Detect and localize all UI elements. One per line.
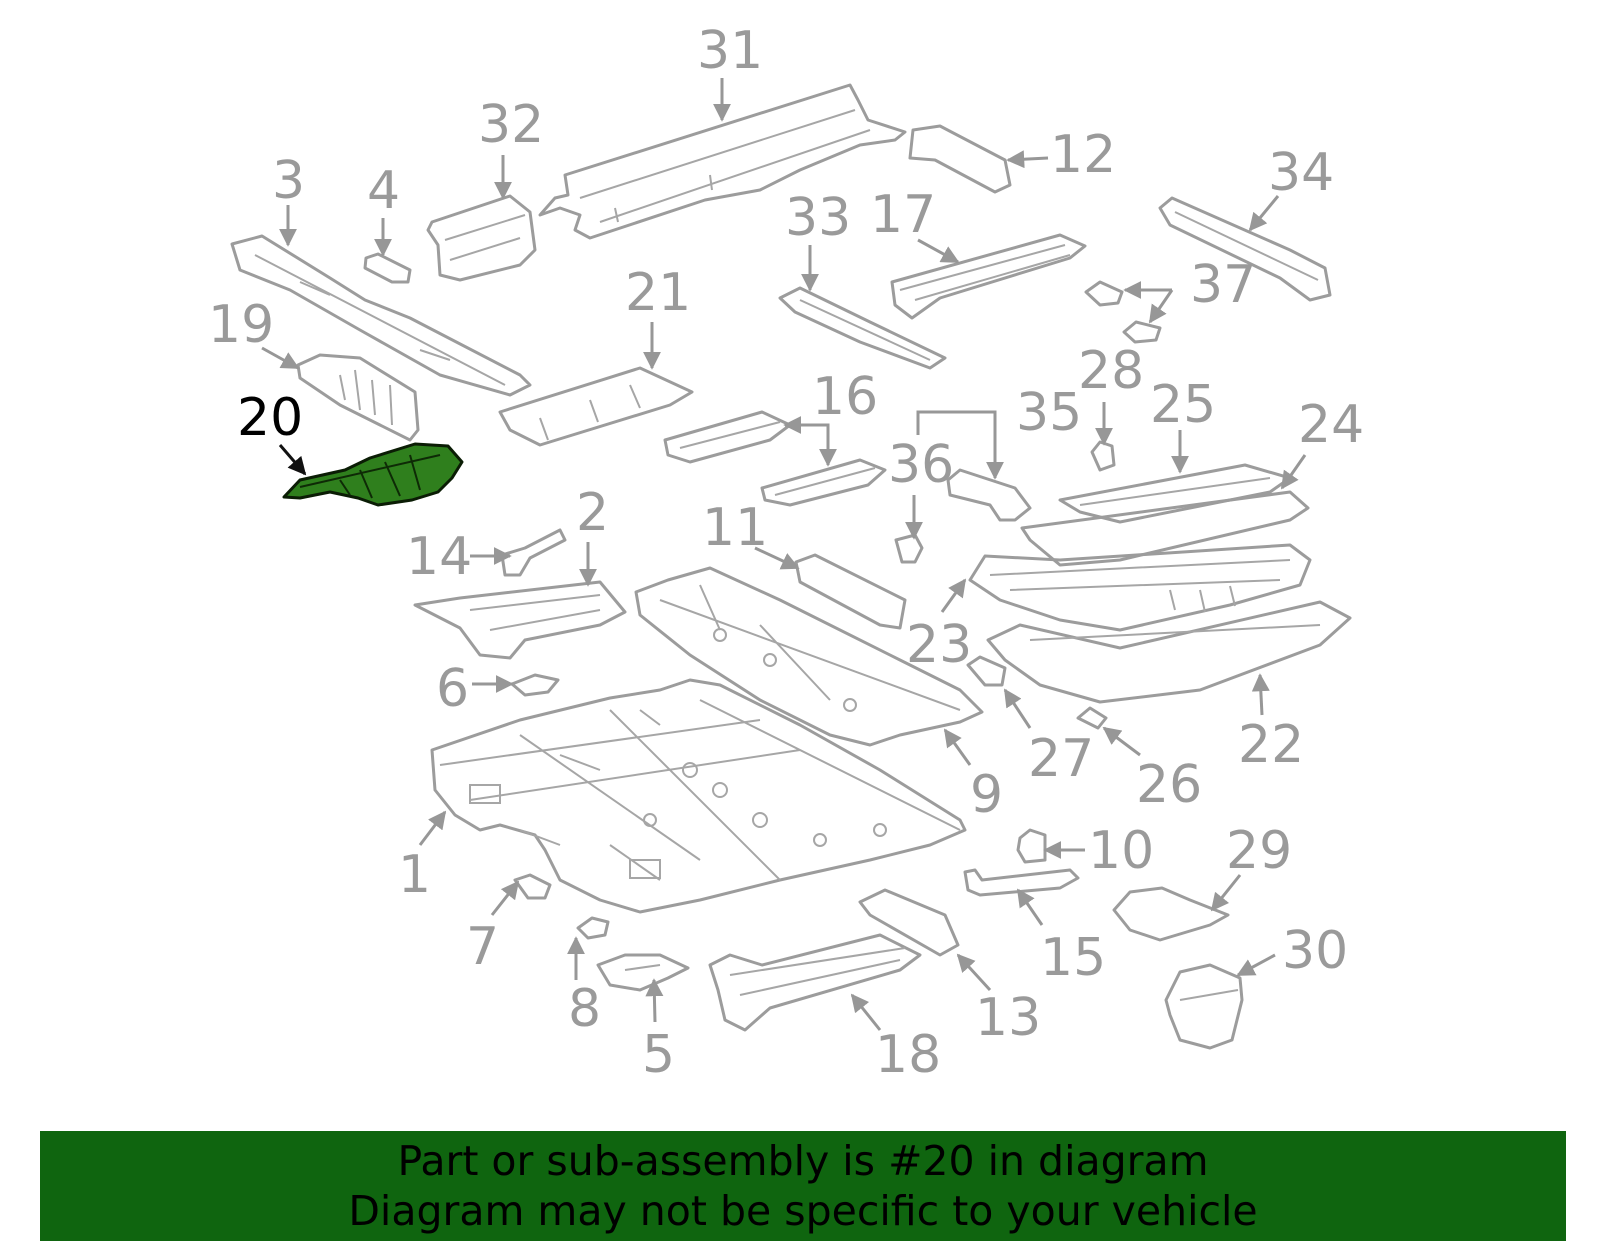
callout-4: 4 xyxy=(367,161,400,221)
callout-14: 14 xyxy=(406,527,472,587)
part-22[interactable] xyxy=(986,600,1352,704)
callout-labels: 31 32 12 3 4 33 17 34 37 19 20 21 16 35 … xyxy=(208,21,1364,1085)
part-35[interactable] xyxy=(946,468,1032,522)
callout-30: 30 xyxy=(1282,921,1348,981)
part-34[interactable] xyxy=(1158,196,1332,302)
callout-6: 6 xyxy=(436,659,469,719)
callout-20-highlighted: 20 xyxy=(237,388,303,448)
part-25[interactable] xyxy=(1058,463,1292,524)
callout-2: 2 xyxy=(576,483,609,543)
callout-29: 29 xyxy=(1226,821,1292,881)
part-17[interactable] xyxy=(890,233,1087,320)
part-21[interactable] xyxy=(498,366,694,447)
callout-19: 19 xyxy=(208,295,274,355)
callout-3: 3 xyxy=(272,151,305,211)
part-16[interactable] xyxy=(663,410,887,507)
part-11[interactable] xyxy=(794,553,907,630)
callout-23: 23 xyxy=(906,615,972,675)
part-15[interactable] xyxy=(963,868,1080,897)
callout-13: 13 xyxy=(975,988,1041,1048)
callout-15: 15 xyxy=(1040,928,1106,988)
callout-34: 34 xyxy=(1268,143,1334,203)
part-18[interactable] xyxy=(708,933,922,1032)
callout-27: 27 xyxy=(1028,729,1094,789)
part-37[interactable] xyxy=(1084,280,1162,344)
parts-diagram: 31 32 12 3 4 33 17 34 37 19 20 21 16 35 … xyxy=(208,21,1364,1085)
banner-line-disclaimer: Diagram may not be specific to your vehi… xyxy=(348,1187,1258,1235)
info-banner: Part or sub-assembly is #20 in diagram D… xyxy=(40,1131,1566,1241)
callout-32: 32 xyxy=(478,95,544,155)
callout-22: 22 xyxy=(1238,715,1304,775)
part-2[interactable] xyxy=(413,580,627,660)
callout-9: 9 xyxy=(970,765,1003,825)
callout-5: 5 xyxy=(642,1025,675,1085)
callout-1: 1 xyxy=(398,845,431,905)
callout-18: 18 xyxy=(875,1025,941,1085)
part-28[interactable] xyxy=(1090,440,1116,472)
callout-16: 16 xyxy=(812,367,878,427)
part-32[interactable] xyxy=(426,194,537,282)
part-31[interactable] xyxy=(538,83,907,240)
callout-21: 21 xyxy=(625,263,691,323)
callout-36: 36 xyxy=(888,435,954,495)
part-9[interactable] xyxy=(634,566,984,747)
part-4[interactable] xyxy=(363,252,412,284)
part-26[interactable] xyxy=(1076,706,1108,730)
callout-26: 26 xyxy=(1136,755,1202,815)
part-1[interactable] xyxy=(430,678,967,914)
part-30[interactable] xyxy=(1164,963,1244,1050)
callout-25: 25 xyxy=(1150,375,1216,435)
part-29[interactable] xyxy=(1112,886,1230,942)
banner-line-part-number: Part or sub-assembly is #20 in diagram xyxy=(397,1137,1209,1185)
part-19[interactable] xyxy=(296,353,420,442)
part-7[interactable] xyxy=(513,873,552,900)
callout-12: 12 xyxy=(1050,125,1116,185)
callout-7: 7 xyxy=(466,917,499,977)
callout-24: 24 xyxy=(1298,395,1364,455)
callout-37: 37 xyxy=(1190,255,1256,315)
part-20-highlighted[interactable] xyxy=(282,442,464,507)
callout-33: 33 xyxy=(785,188,851,248)
part-10[interactable] xyxy=(1016,828,1047,864)
callout-8: 8 xyxy=(568,979,601,1039)
callout-10: 10 xyxy=(1088,821,1154,881)
callout-11: 11 xyxy=(702,498,768,558)
part-23[interactable] xyxy=(968,543,1312,632)
part-12[interactable] xyxy=(908,124,1012,194)
part-6[interactable] xyxy=(510,673,560,697)
callout-35: 35 xyxy=(1016,383,1082,443)
part-27[interactable] xyxy=(966,655,1007,687)
part-33[interactable] xyxy=(778,286,947,370)
part-3[interactable] xyxy=(230,234,532,397)
callout-31: 31 xyxy=(697,21,763,81)
part-14[interactable] xyxy=(500,528,567,577)
part-13[interactable] xyxy=(858,888,960,957)
callout-28: 28 xyxy=(1078,341,1144,401)
leader-lines xyxy=(261,78,1307,1031)
part-36[interactable] xyxy=(894,533,924,564)
part-8[interactable] xyxy=(576,916,610,940)
part-5[interactable] xyxy=(596,953,690,992)
part-24[interactable] xyxy=(1020,490,1310,567)
callout-17: 17 xyxy=(870,185,936,245)
